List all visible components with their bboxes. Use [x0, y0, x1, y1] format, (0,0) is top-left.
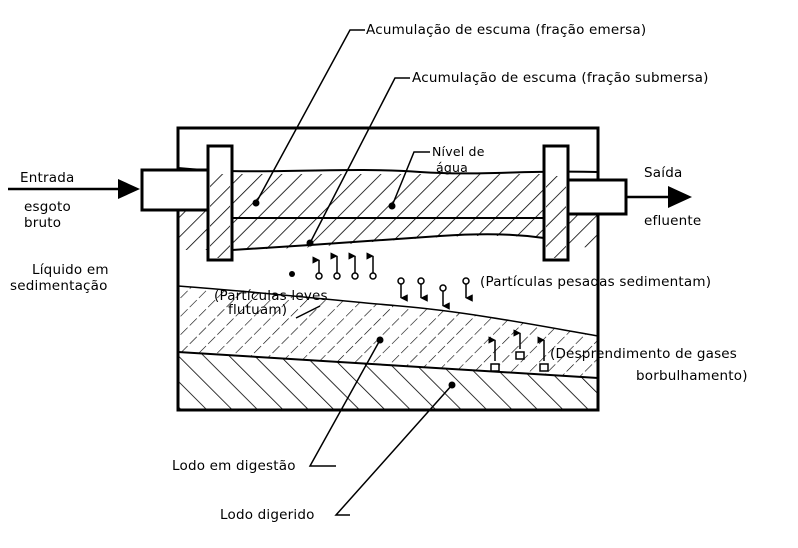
- label-foam-emerged: Acumulação de escuma (fração emersa): [366, 22, 647, 38]
- label-digesting-sludge: Lodo em digestão: [172, 458, 296, 474]
- digesting-sludge-top: [177, 285, 599, 337]
- label-gas-1: (Desprendimento de gases: [550, 346, 738, 362]
- label-effluent: efluente: [644, 213, 702, 229]
- digested-sludge-layer: [178, 352, 598, 410]
- label-light-particles-1: (Partículas leves: [214, 288, 328, 304]
- water-level-line: [177, 167, 599, 175]
- scum-bottom-line: [231, 233, 545, 251]
- gas-bubbles: [488, 329, 549, 372]
- label-water-level: Nível de: [432, 144, 485, 159]
- label-light-particles-2: flutuam): [228, 302, 288, 318]
- label-settling-1: Líquido em: [32, 262, 109, 278]
- label-raw-sewage-2: bruto: [24, 215, 62, 231]
- label-outlet: Saída: [644, 165, 683, 181]
- label-raw-sewage-1: esgoto: [24, 199, 71, 215]
- heavy-particles: [397, 277, 473, 310]
- label-inlet: Entrada: [20, 170, 75, 186]
- label-heavy-particles: (Partículas pesadas sedimentam): [480, 274, 712, 290]
- label-gas-2: borbulhamento): [636, 368, 748, 384]
- outlet-pipe: [566, 178, 628, 216]
- digested-sludge-top: [177, 351, 599, 379]
- digesting-sludge-layer: [178, 286, 598, 378]
- label-foam-submerged: Acumulação de escuma (fração submersa): [412, 70, 709, 86]
- tank-outline: [176, 126, 600, 412]
- light-particles: [312, 252, 377, 280]
- leader-lines: [255, 29, 453, 516]
- label-water-level-2: água: [436, 160, 468, 175]
- label-digested-sludge: Lodo digerido: [220, 507, 315, 523]
- label-settling-2: sedimentação: [10, 278, 108, 294]
